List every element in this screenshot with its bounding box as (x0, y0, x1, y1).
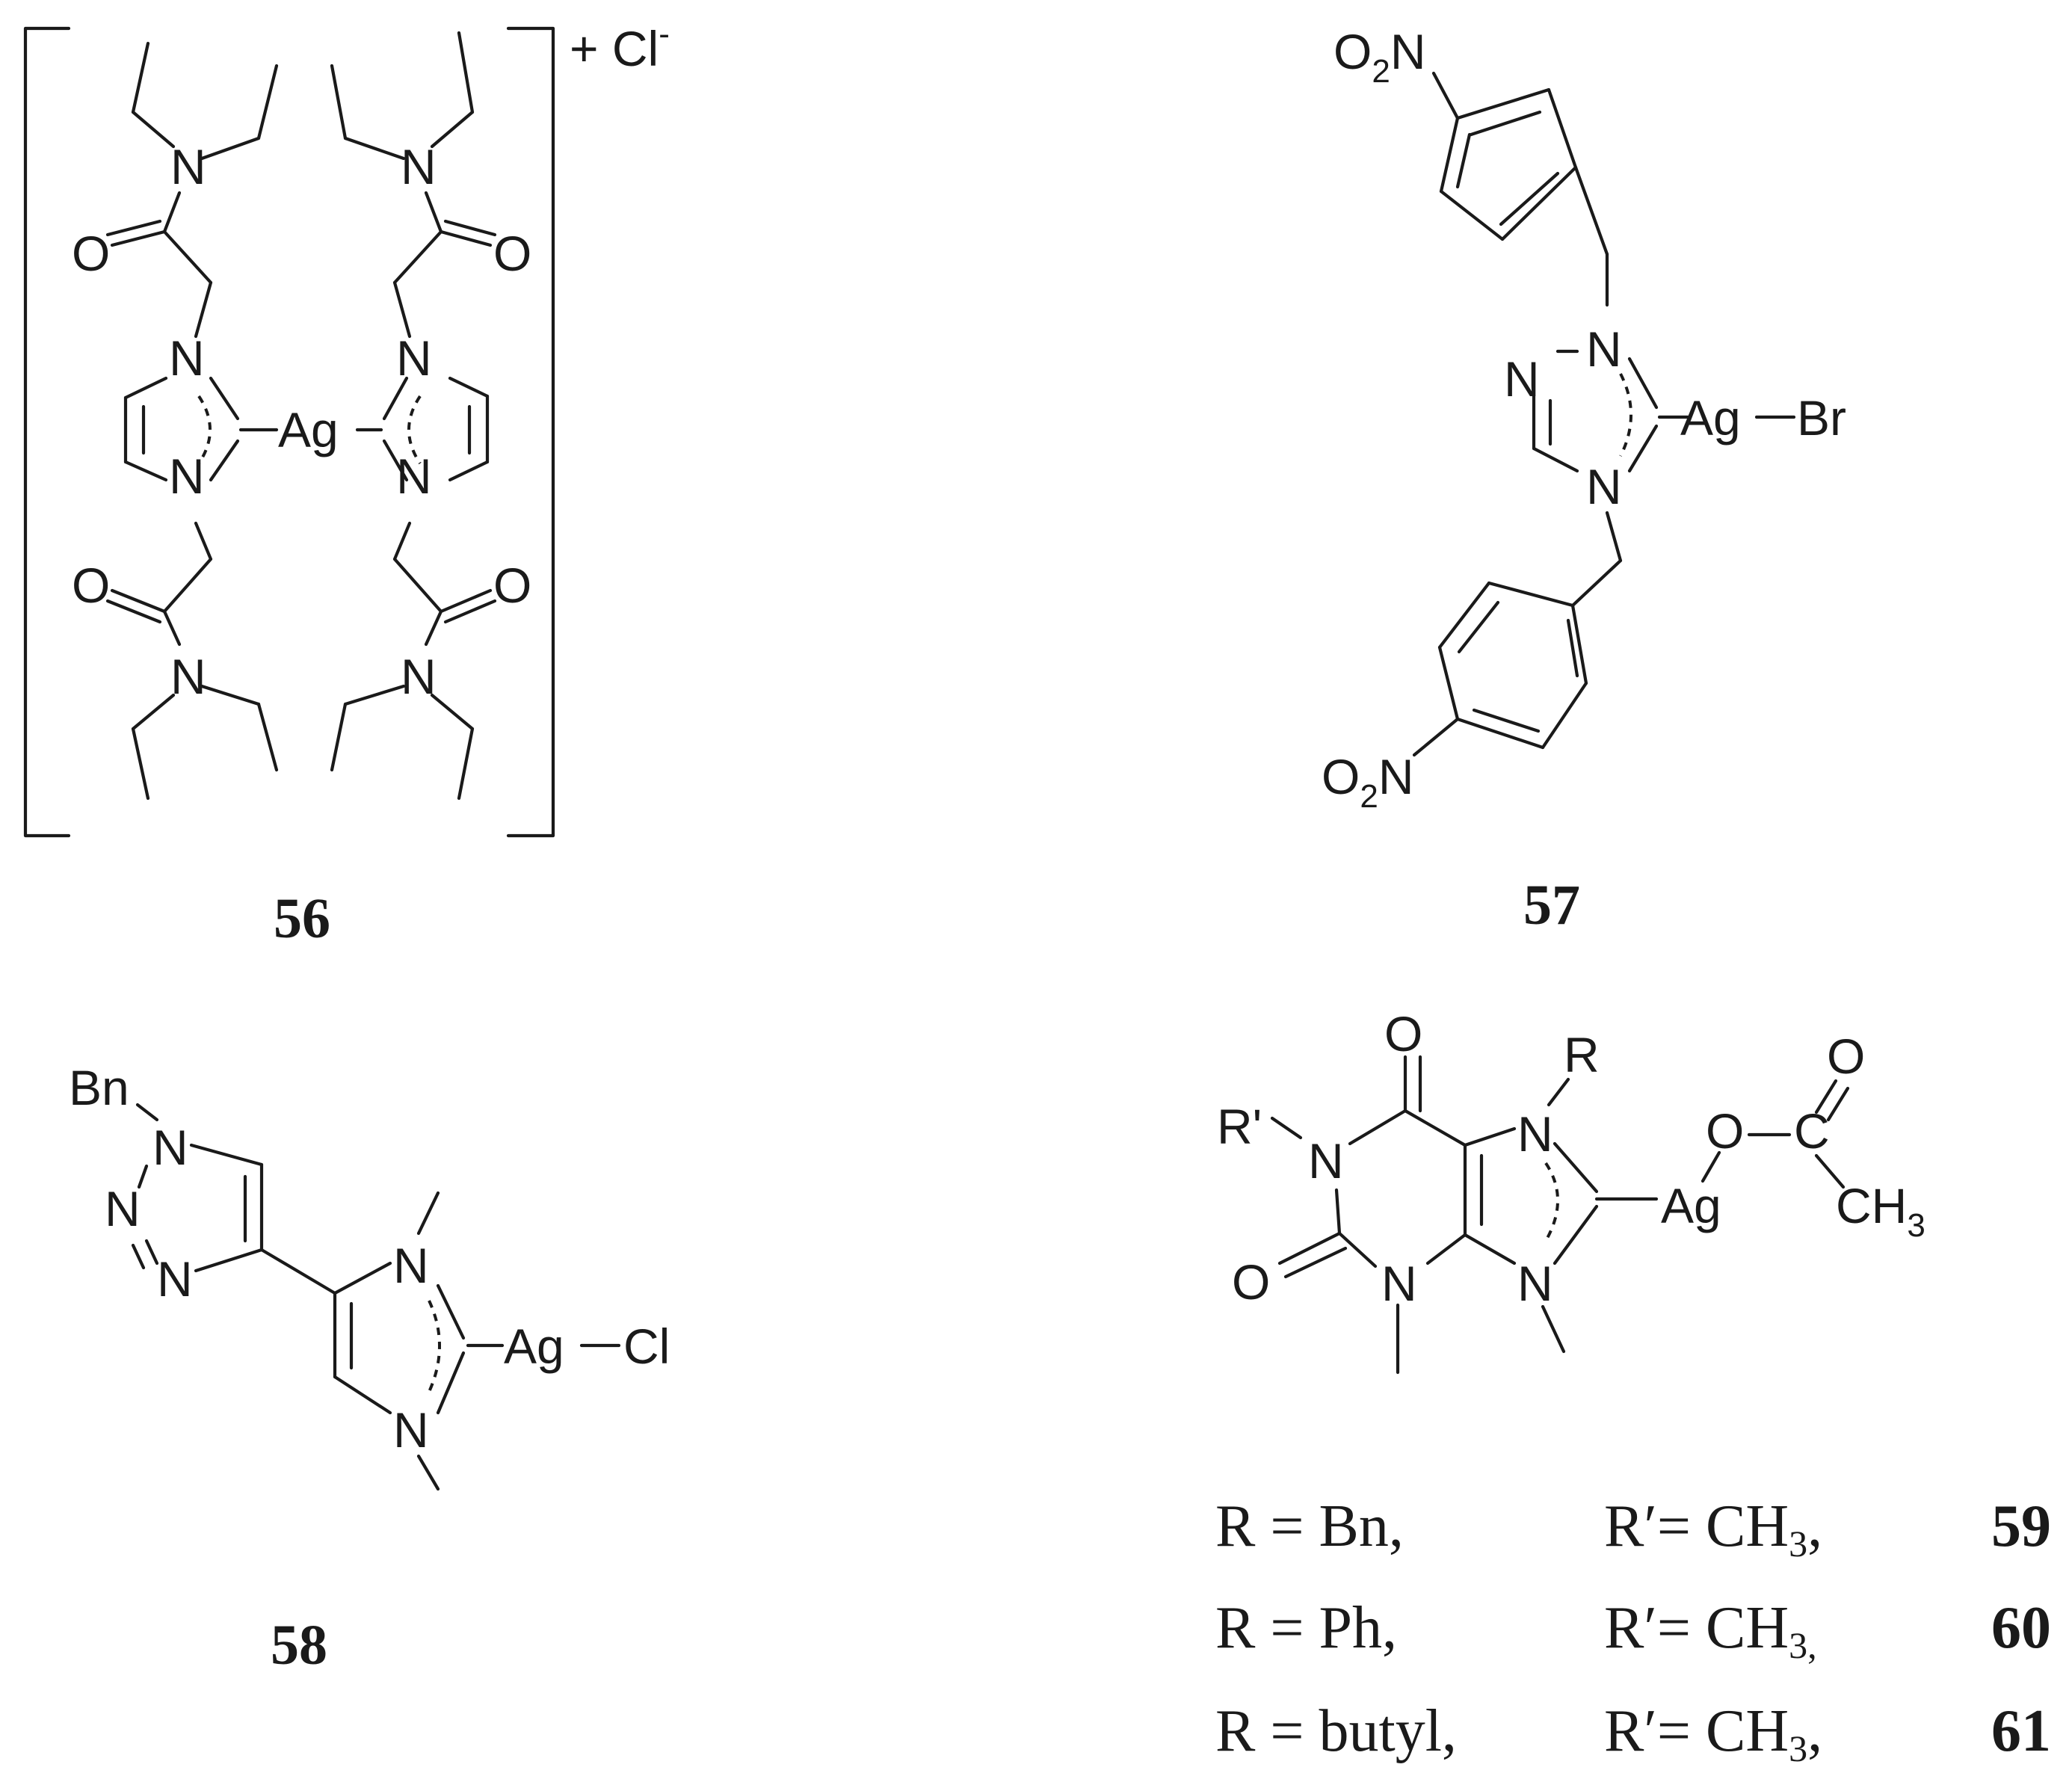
atom-n: N (401, 139, 437, 194)
atom-n: N (1381, 1256, 1417, 1311)
compounds-59-61-core: O R R' N N O N N Ag O C O CH3 (1217, 1006, 1925, 1375)
atom-n: N (157, 1251, 193, 1307)
atom-n: N (1308, 1133, 1344, 1189)
atom-c: C (1794, 1103, 1830, 1159)
atom-n: N (105, 1181, 141, 1236)
atom-cl: Cl (623, 1319, 670, 1374)
compound-label-58: 58 (271, 1614, 327, 1677)
atom-n: N (170, 139, 206, 194)
compound-id: 59 (1991, 1493, 2051, 1559)
compound-57: O2N N N N Ag Br (1322, 24, 1846, 937)
compound-id: 61 (1991, 1698, 2051, 1764)
acetate-group (1701, 1079, 1850, 1189)
counterion-label: + Cl- (570, 16, 670, 76)
atom-n: N (1517, 1256, 1553, 1311)
triazole-ring (1532, 349, 1690, 473)
atom-br: Br (1797, 390, 1846, 446)
compound-56: + Cl- N N Ag N N (23, 16, 670, 950)
upper-right-amide-arm (330, 31, 497, 339)
atom-n: N (396, 330, 432, 386)
atom-o: O (72, 226, 110, 281)
atom-o: O (72, 558, 110, 613)
atom-ag: Ag (504, 1319, 564, 1374)
imidazole-ring-58: N N (333, 1191, 505, 1491)
r-value: R = Ph, (1215, 1595, 1397, 1661)
atom-n: N (1517, 1106, 1553, 1162)
top-benzene-ring (1431, 71, 1609, 307)
atom-o: O (1706, 1103, 1744, 1159)
nitro-group-label: O2N (1322, 749, 1414, 815)
right-imidazole-ring (355, 376, 490, 482)
pyrimidinedione-ring (1270, 1055, 1484, 1375)
atom-o: O (493, 226, 531, 281)
atom-o: O (493, 558, 531, 613)
compound-58: Bn N N N N N Ag (69, 1060, 670, 1677)
atom-n: N (1504, 351, 1540, 407)
atom-o: O (1232, 1254, 1270, 1310)
atom-n: N (1586, 459, 1622, 514)
r-value: R = butyl, (1215, 1698, 1457, 1764)
r-prime-value: R′= CH3, (1604, 1698, 1822, 1769)
atom-ag: Ag (278, 402, 339, 457)
atom-n: N (169, 448, 205, 504)
imidazole-ring-59 (1463, 1077, 1659, 1354)
atom-ag: Ag (1680, 390, 1741, 446)
r-prime-substituent-label: R' (1217, 1099, 1262, 1154)
triazole-ring-58: N N N (105, 1120, 264, 1307)
r-prime-value: R′= CH3, (1604, 1493, 1822, 1564)
left-imidazole-ring (123, 376, 240, 482)
atom-n: N (401, 649, 437, 704)
atom-ag: Ag (1661, 1178, 1721, 1233)
upper-left-amide-arm (105, 41, 279, 339)
right-bracket (506, 26, 555, 838)
atom-n: N (393, 1238, 429, 1293)
r-substituent-label: R (1564, 1027, 1600, 1082)
r-value: R = Bn, (1215, 1493, 1404, 1559)
substituent-table: R = Bn, R′= CH3, 59 R = Ph, R′= CH3, 60 … (1215, 1493, 2051, 1769)
lower-left-amide-arm (105, 521, 279, 801)
atom-n: N (152, 1120, 188, 1175)
benzyl-label: Bn (69, 1060, 129, 1115)
table-row: R = Ph, R′= CH3, 60 (1215, 1595, 2051, 1666)
nitro-group-label: O2N (1333, 24, 1426, 90)
r-prime-value: R′= CH3, (1604, 1595, 1817, 1666)
atom-n: N (393, 1402, 429, 1458)
compound-label-57: 57 (1523, 874, 1580, 937)
lower-right-amide-arm (330, 521, 497, 801)
bottom-benzene-ring (1412, 511, 1623, 757)
table-row: R = butyl, R′= CH3, 61 (1215, 1698, 2051, 1769)
compound-id: 60 (1991, 1595, 2051, 1661)
compound-label-56: 56 (274, 887, 330, 950)
atom-n: N (169, 330, 205, 386)
atom-n: N (396, 448, 432, 504)
atom-n: N (1586, 321, 1622, 377)
atom-o: O (1384, 1006, 1422, 1061)
atom-o: O (1827, 1029, 1865, 1084)
table-row: R = Bn, R′= CH3, 59 (1215, 1493, 2051, 1564)
atom-n: N (170, 649, 206, 704)
left-bracket (23, 26, 71, 838)
methyl-label: CH3 (1836, 1178, 1925, 1244)
